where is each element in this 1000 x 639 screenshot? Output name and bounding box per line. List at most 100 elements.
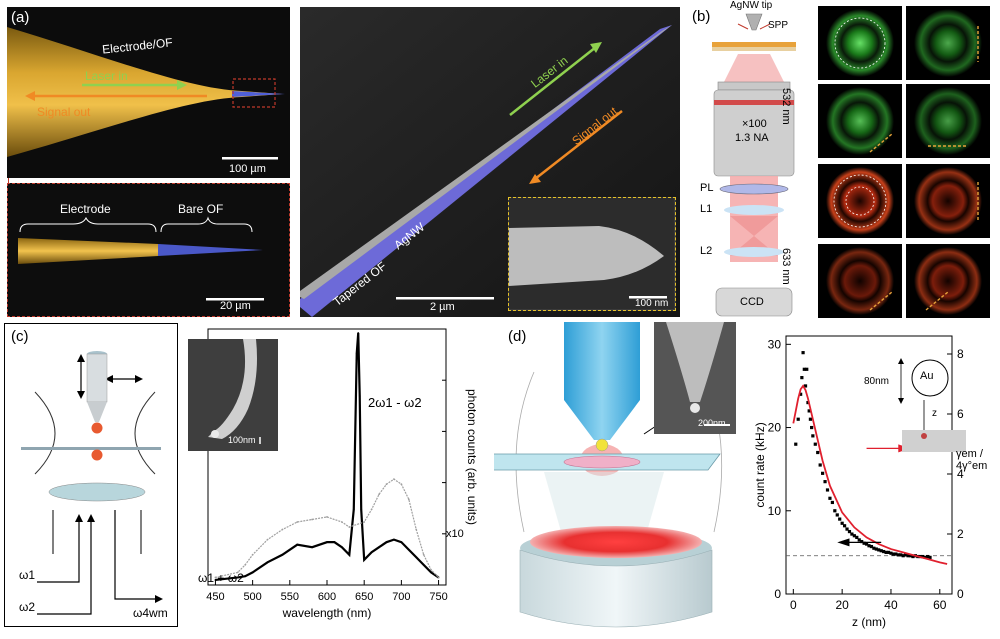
rate-y-tick-label: 10 [768,504,782,518]
zoom-connector-left [8,178,9,183]
rate-data-point [845,527,849,531]
spectrum-series-raw-point [360,508,363,511]
rate-y2-tick-label: 6 [957,407,964,421]
spectrum-series-raw-point [422,563,425,566]
rate-x-tick-label: 40 [884,598,898,612]
spectrum-series-raw-point [400,541,403,544]
panel-label-a: (a) [11,9,30,26]
spectrum-series-raw-point [340,546,343,549]
rate-data-point [928,555,932,559]
spectrum-series-raw-point [430,571,433,574]
spectrum-series-raw-point [352,508,355,511]
rate-data-point [813,442,817,446]
spectrum-series-raw-point [333,541,336,544]
spectrum-y-axis-label: photon counts (arb. units) [465,389,479,525]
omega1-label: ω1 [19,568,36,582]
wavelength-633-label: 633 nm [780,248,792,285]
rate-data-point [840,521,844,525]
rate-x-tick-label: 0 [790,598,797,612]
panel-b-ring-images: 532 nm 633 nm [780,6,996,318]
tip-inset-image [509,198,674,309]
rate-data-point [816,450,820,455]
panel-a-sem-micrograph: Laser in Signal out AgNW Tapered OF 2 µm… [300,7,680,317]
rate-y2-tick-label: 0 [957,587,964,601]
spectrum-series-x10-point [407,498,410,501]
l2-label: L2 [700,245,713,257]
microscope-schematic [712,13,796,317]
rate-x-tick-label: 20 [835,598,849,612]
spectrum-x-tick-label: 550 [281,591,299,603]
rate-data-point [884,550,888,554]
rate-data-point [860,539,864,544]
rate-data-point [800,376,804,380]
spectrum-series-x10-point [266,538,269,541]
rate-data-point [794,442,798,446]
omega4wm-label: ω4wm [133,606,168,620]
scale-bar-2um: 2 µm [430,301,455,313]
rate-data-point [862,541,866,545]
rate-data-point [906,554,910,558]
rate-data-point [857,538,861,542]
rate-data-point [867,544,871,548]
tip-sem-inset [188,339,278,451]
panel-d-schematic: (d) 200nm [481,322,754,632]
size-80nm-label: 80nm [864,376,890,387]
rate-data-point [807,409,811,413]
tip-inset: 100 nm [508,197,676,311]
electrode-label: Electrode [60,202,111,216]
x10-label: x10 [446,528,464,540]
spectrum-series-raw-point [296,543,299,546]
spectrum-series-x10-point [244,563,247,566]
objective-mag-label: ×100 [742,118,767,130]
rate-fit-curve [792,384,948,565]
rate-data-point [921,554,925,559]
panel-label-d: (d) [508,328,527,345]
rate-data-point [889,551,893,555]
spectrum-series-raw-point [214,579,217,581]
spectrum-series-x10-point [378,493,380,496]
rate-data-point [874,547,878,551]
spectrum-inset: 100nm [188,339,278,451]
rate-x-axis-label: z (nm) [852,615,886,629]
panel-a-fiber-micrograph: (a) Electrode/OF Laser in Signal out 100… [7,7,290,178]
signal-out-label: Signal out [37,105,91,119]
spectrum-series-raw-point [415,556,418,559]
spectrum-x-axis-label: wavelength (nm) [282,606,372,620]
inset-scale-100nm-c: 100nm [228,435,256,445]
rate-data-point [799,392,803,396]
rate-data-point [864,542,869,546]
rate-data-point [852,534,856,538]
gamma-ratio-label: γem / 4γ°em [956,448,988,472]
rate-data-point [801,351,805,355]
panel-a-zoom-micrograph: Electrode Bare OF 20 µm [7,183,290,317]
rate-data-point [896,553,900,557]
rate-y-axis-label: count rate (kHz) [753,422,767,507]
rate-plot-frame [785,335,953,595]
rate-data-point [810,425,814,430]
rate-data-point [899,553,903,557]
rate-data-point [925,554,930,559]
laser-in-label: Laser in [85,69,128,83]
rate-y2-tick-label: 4 [957,467,964,481]
fiber-tip-image [7,27,285,160]
spectrum-series-raw-point [281,553,284,556]
l1-label: L1 [700,203,713,215]
scale-bar-100um: 100 µm [229,163,266,175]
inset-scale-200nm: 200nm [698,418,726,428]
panel-c-frame: (c) ω1 ω2 ω4wm [4,323,178,627]
sum-frequency-label: ω1 + ω2 [198,571,244,585]
rate-y2-tick-label: 2 [957,527,964,541]
spectrum-series-raw-point [348,553,351,556]
spectrum-series-raw-point [407,548,410,551]
spectrum-x-tick-label: 700 [392,591,410,603]
rate-data-point [803,384,808,388]
rate-y-tick-label: 20 [768,421,782,435]
rate-y2-tick-label: 8 [957,347,964,361]
spectrum-series-raw-point [357,332,360,334]
rate-data-point [882,549,886,554]
spectrum-series-raw-point [363,558,366,561]
rate-data-point [830,500,834,505]
